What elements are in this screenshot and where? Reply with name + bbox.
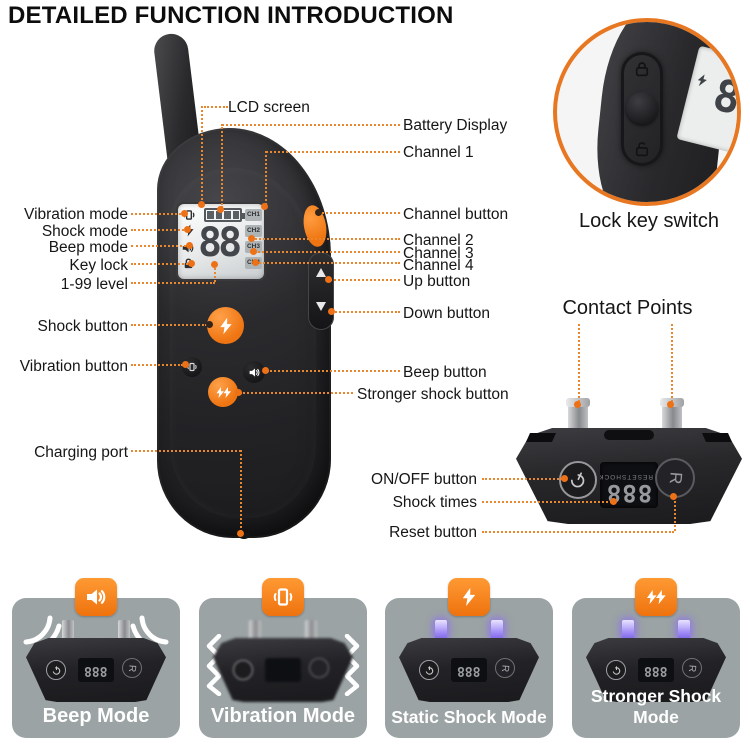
label-channel-button: Channel button: [403, 206, 509, 223]
contact-point: [305, 620, 317, 642]
speaker-icon: [87, 589, 106, 605]
label-reset-button: Reset button: [389, 524, 477, 541]
vibration-mode-badge: [262, 578, 304, 616]
shock-times-display: 888: [78, 658, 114, 682]
strap-slot-right: [701, 433, 733, 442]
vibration-zigzag-left: [206, 634, 222, 696]
label-on-off-button: ON/OFF button: [371, 471, 477, 488]
channel-2-indicator: CH2: [245, 225, 262, 237]
reset-button: R: [682, 658, 702, 678]
shock-button: [207, 307, 244, 344]
contact-point-glowing: [435, 620, 447, 642]
power-icon: [606, 660, 626, 680]
power-icon: [46, 660, 66, 680]
mode-label: Stronger Shock Mode: [590, 686, 722, 727]
receiver-photo: 888 R: [586, 620, 726, 706]
power-icon: [570, 472, 585, 488]
contact-point-glowing: [678, 620, 690, 642]
bolt-icon: [697, 74, 707, 87]
label-channel-4: Channel 4: [403, 257, 474, 274]
power-icon: [233, 660, 253, 680]
panel-beep-mode: 888 R Beep Mode: [12, 578, 180, 738]
panel-static-shock-mode: 888 R Static Shock Mode: [385, 578, 553, 738]
channel-1-indicator: CH1: [245, 209, 262, 221]
contact-point-glowing: [491, 620, 503, 642]
receiver-photo: 888 R: [26, 620, 166, 706]
contact-points-caption: Contact Points: [562, 297, 693, 319]
beep-button: [243, 361, 265, 383]
shock-times-display: [265, 658, 301, 682]
label-shock-button: Shock button: [37, 318, 128, 335]
page-title: DETAILED FUNCTION INTRODUCTION: [8, 2, 454, 29]
shock-times-display: 888: [451, 658, 487, 682]
charging-port: [238, 533, 250, 539]
double-bolt-icon: [216, 386, 231, 398]
bolt-icon: [462, 587, 476, 607]
label-battery-display: Battery Display: [403, 117, 508, 134]
channel-3-indicator: CH3: [245, 241, 262, 253]
contact-point: [62, 620, 74, 642]
reset-button: R: [122, 658, 142, 678]
label-key-lock: Key lock: [69, 257, 128, 274]
label-vibration-button: Vibration button: [19, 358, 128, 375]
remote-body: [157, 128, 331, 538]
lock-open-icon: [635, 142, 649, 157]
vibration-icon: [273, 588, 293, 606]
label-stronger-shock-button: Stronger shock button: [357, 386, 509, 403]
static-shock-badge: [448, 578, 490, 616]
mode-label: Beep Mode: [42, 705, 150, 727]
reset-button: R: [655, 458, 695, 498]
lock-closed-icon: [635, 62, 649, 77]
beep-mode-badge: [75, 578, 117, 616]
shock-times-display: 888: [638, 658, 674, 682]
speaker-icon: [249, 367, 260, 377]
reset-button: [309, 658, 329, 678]
label-level: 1-99 level: [60, 276, 128, 293]
receiver-ridge: [604, 430, 654, 440]
contact-point-glowing: [622, 620, 634, 642]
down-button: [316, 302, 326, 311]
level-digits: 88: [198, 220, 242, 266]
label-vibration-mode: Vibration mode: [24, 206, 128, 223]
lock-key-switch-caption: Lock key switch: [578, 210, 720, 232]
label-shock-times: Shock times: [392, 494, 477, 511]
label-shock-mode: Shock mode: [41, 223, 128, 240]
stronger-shock-badge: [635, 578, 677, 616]
reset-button: R: [495, 658, 515, 678]
lock-key-switch: [621, 52, 663, 166]
strap-slot-left: [525, 433, 557, 442]
double-bolt-icon: [646, 589, 666, 605]
contact-point: [249, 620, 261, 642]
switch-knob: [626, 92, 658, 124]
receiver-photo: 888 R: [399, 620, 539, 706]
label-lcd-screen: LCD screen: [228, 99, 310, 116]
receiver-photo: [213, 620, 353, 706]
vibration-zigzag-right: [344, 634, 360, 696]
mode-label: Vibration Mode: [210, 705, 356, 727]
label-up-button: Up button: [403, 273, 471, 290]
panel-vibration-mode: Vibration Mode: [199, 578, 367, 738]
inset-lcd-fragment: 8: [676, 45, 741, 155]
up-down-rocker: [308, 252, 334, 330]
label-charging-port: Charging port: [34, 444, 128, 461]
panel-stronger-shock-mode: 888 R Stronger Shock Mode: [572, 578, 740, 738]
contact-point: [118, 620, 130, 642]
stronger-shock-button: [208, 377, 238, 407]
label-channel-3: Channel 3: [403, 245, 474, 262]
shock-label: SHOCK: [600, 473, 627, 480]
lock-key-switch-inset: 8: [553, 18, 741, 206]
label-channel-2: Channel 2: [403, 232, 474, 249]
label-beep-button: Beep button: [403, 364, 487, 381]
inset-partial-digit: 8: [708, 69, 741, 126]
reset-label: RESET: [626, 473, 653, 480]
label-down-button: Down button: [403, 305, 491, 322]
label-beep-mode: Beep mode: [48, 239, 128, 256]
mode-label: Static Shock Mode: [391, 707, 547, 727]
label-channel-1: Channel 1: [403, 144, 474, 161]
power-icon: [419, 660, 439, 680]
bolt-icon: [219, 317, 232, 334]
up-button: [316, 268, 326, 277]
